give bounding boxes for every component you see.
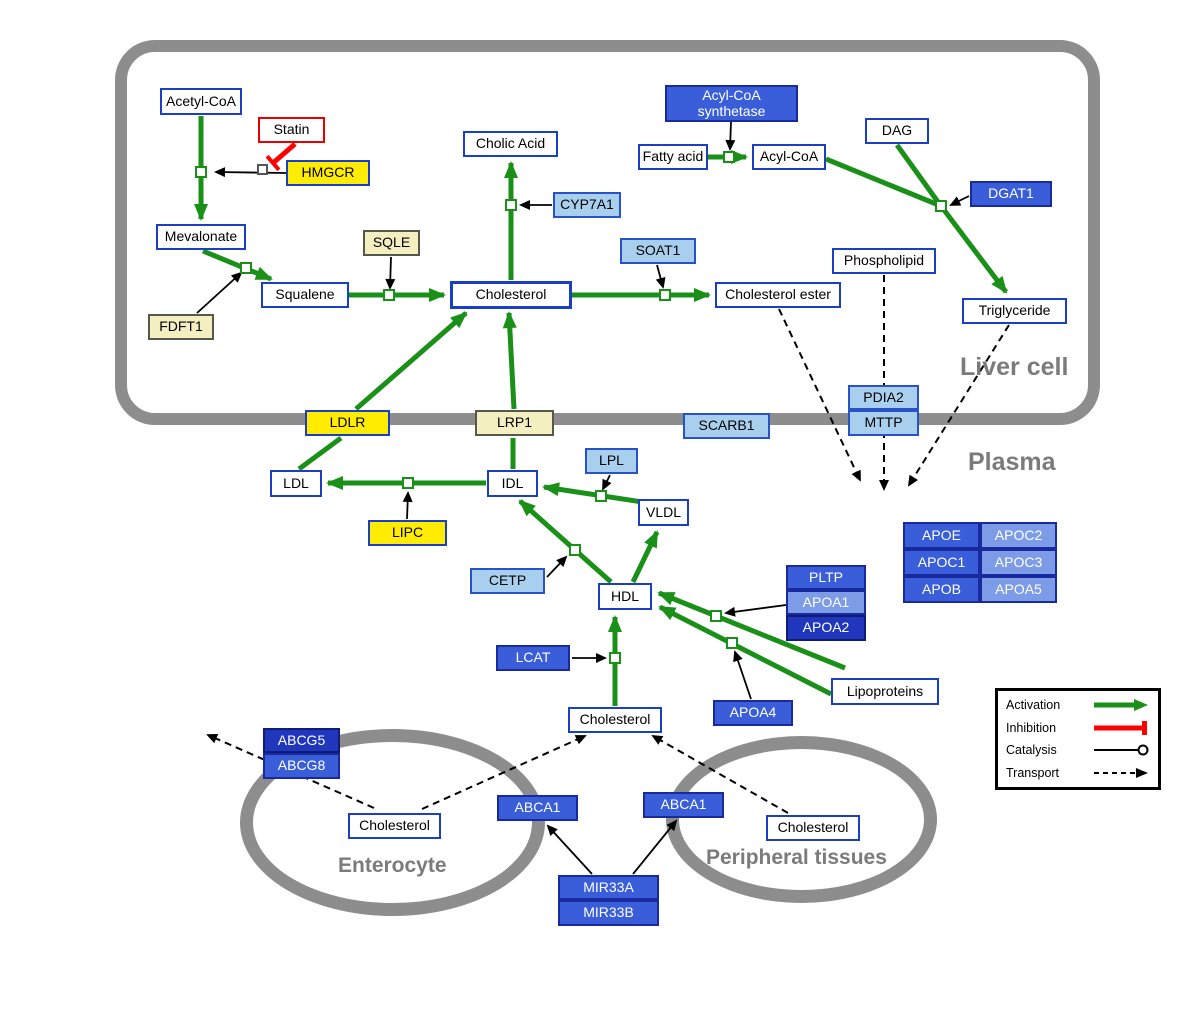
- catalysis-edges: [196, 121, 970, 875]
- node-dag: DAG: [865, 118, 929, 144]
- inhibition-edge: [265, 142, 297, 172]
- liver-cell-label: Liver cell: [960, 353, 1069, 381]
- node-cholic-acid: Cholic Acid: [463, 131, 558, 157]
- node-cholesterol-liver: Cholesterol: [450, 281, 572, 309]
- node-pdia2: PDIA2: [848, 385, 919, 410]
- peripheral-tissues-label: Peripheral tissues: [706, 846, 887, 869]
- activation-arrow-icon: [1094, 699, 1148, 711]
- node-statin: Statin: [258, 117, 325, 143]
- node-cholesterol-peripheral: Cholesterol: [766, 815, 860, 841]
- node-cholesterol-enterocyte: Cholesterol: [348, 813, 441, 839]
- activation-edges: [194, 116, 1008, 706]
- reaction-node-squares: [195, 151, 947, 664]
- node-mttp: MTTP: [848, 410, 919, 436]
- node-apoc3: APOC3: [980, 549, 1057, 576]
- node-apoc1: APOC1: [903, 549, 980, 576]
- node-abcg5: ABCG5: [263, 728, 340, 753]
- node-apoc2: APOC2: [980, 522, 1057, 549]
- node-scarb1: SCARB1: [683, 413, 770, 439]
- node-acyl-coa: Acyl-CoA: [752, 144, 826, 170]
- node-apoa5: APOA5: [980, 576, 1057, 603]
- node-vldl: VLDL: [638, 499, 689, 526]
- node-hdl: HDL: [598, 583, 652, 610]
- node-abca1-peripheral: ABCA1: [643, 792, 724, 818]
- node-pltp: PLTP: [786, 565, 866, 590]
- legend-activation-label: Activation: [1006, 698, 1061, 712]
- legend-row-inhibition: Inhibition: [1006, 720, 1150, 735]
- node-hmgcr: HMGCR: [286, 160, 370, 186]
- node-abca1-enterocyte: ABCA1: [497, 795, 578, 821]
- node-lpl: LPL: [585, 448, 638, 474]
- node-mir33b: MIR33B: [558, 900, 659, 926]
- node-fatty-acid: Fatty acid: [638, 144, 708, 170]
- node-mir33a: MIR33A: [558, 875, 659, 900]
- node-idl: IDL: [487, 470, 538, 497]
- node-lcat: LCAT: [496, 645, 570, 671]
- inhibition-tbar-icon: [1094, 720, 1147, 735]
- node-lipoproteins: Lipoproteins: [831, 678, 939, 705]
- node-squalene: Squalene: [261, 282, 349, 308]
- node-triglyceride: Triglyceride: [962, 298, 1067, 324]
- legend-row-transport: Transport: [1006, 766, 1150, 780]
- legend-transport-label: Transport: [1006, 765, 1060, 780]
- node-mevalonate: Mevalonate: [156, 224, 246, 250]
- legend: Activation Inhibition Catalysis Transpor…: [995, 688, 1161, 790]
- node-apob: APOB: [903, 576, 980, 603]
- node-apoe: APOE: [903, 522, 980, 549]
- legend-inhibition-label: Inhibition: [1006, 720, 1057, 735]
- node-apoa2: APOA2: [786, 615, 866, 641]
- node-cetp: CETP: [470, 568, 545, 594]
- node-phospholipid: Phospholipid: [832, 248, 936, 274]
- node-apoa4: APOA4: [713, 700, 793, 726]
- node-fdft1: FDFT1: [148, 314, 214, 340]
- node-sqle: SQLE: [363, 230, 420, 256]
- node-abcg8: ABCG8: [263, 753, 340, 779]
- enterocyte-label: Enterocyte: [338, 854, 447, 877]
- plasma-label: Plasma: [968, 448, 1056, 476]
- node-cholesterol-plasma: Cholesterol: [568, 707, 662, 733]
- transport-dashed-arrow-icon: [1094, 767, 1148, 778]
- node-apoa1: APOA1: [786, 590, 866, 615]
- legend-catalysis-label: Catalysis: [1006, 743, 1057, 758]
- node-acetyl-coa: Acetyl-CoA: [160, 88, 242, 115]
- node-dgat1: DGAT1: [970, 181, 1052, 207]
- node-cholesterol-ester: Cholesterol ester: [715, 282, 841, 308]
- node-lrp1: LRP1: [475, 410, 554, 436]
- node-lipc: LIPC: [368, 520, 447, 546]
- catalysis-circle-icon: [1094, 744, 1149, 756]
- legend-row-activation: Activation: [1006, 698, 1150, 712]
- node-ldlr: LDLR: [305, 410, 390, 436]
- node-acyl-coa-synthetase: Acyl-CoA synthetase: [665, 85, 798, 122]
- node-cyp7a1: CYP7A1: [553, 192, 621, 218]
- node-soat1: SOAT1: [620, 238, 696, 264]
- legend-row-catalysis: Catalysis: [1006, 743, 1150, 757]
- node-ldl: LDL: [270, 470, 322, 497]
